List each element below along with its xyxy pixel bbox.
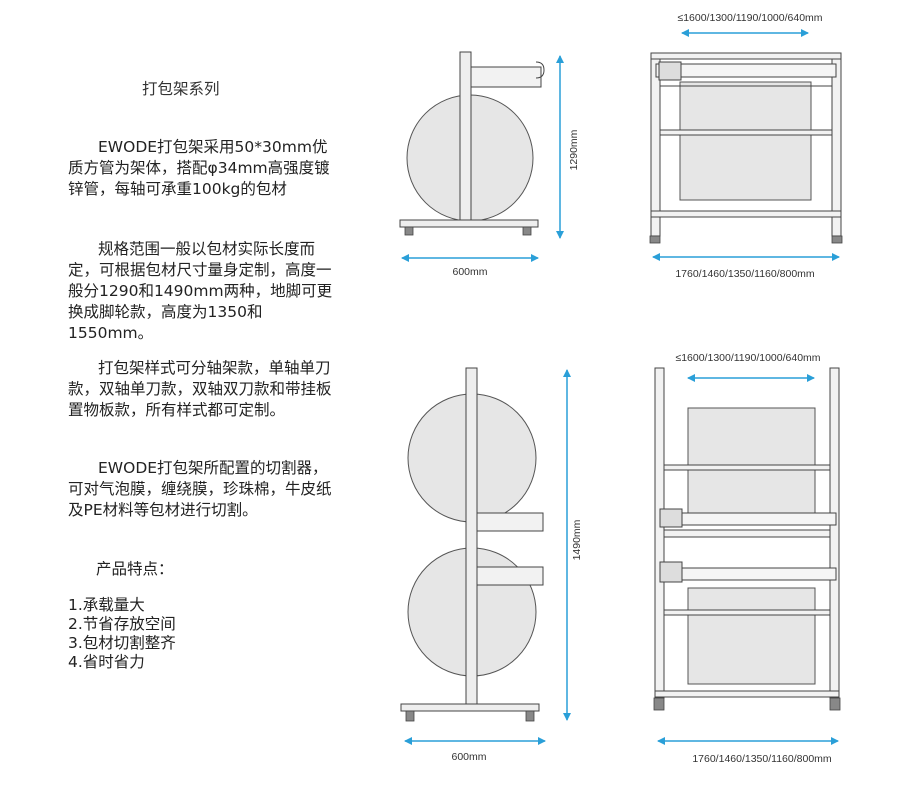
paragraph-spec: 规格范围一般以包材实际长度而定，可根据包材尺寸量身定制，高度一般分1290和14… (68, 239, 333, 344)
bottom-crossbar (654, 690, 840, 698)
roll-axle-upper (663, 464, 831, 471)
roll-arm-lower (476, 566, 544, 586)
feature-item: 3.包材切割整齐 (68, 634, 176, 652)
rack-foot (649, 235, 661, 244)
paragraph-cutter-text: EWODE打包架所配置的切割器，可对气泡膜，缠绕膜，珍珠棉，牛皮纸及PE材料等包… (68, 459, 332, 519)
features-list: 1.承载量大 2.节省存放空间 3.包材切割整齐 4.省时省力 (68, 596, 176, 672)
rack-foot (525, 710, 535, 722)
max-roll-width-label: ≤1600/1300/1190/1000/640mm (677, 12, 822, 24)
rack-foot (405, 710, 415, 722)
overall-width-label: 1760/1460/1350/1160/800mm (692, 753, 832, 765)
width-dimension-label: 600mm (452, 266, 487, 278)
features-title: 产品特点： (96, 560, 174, 578)
roll-axle (659, 129, 833, 136)
rack-base (399, 219, 539, 228)
rack-foot (653, 697, 665, 711)
packaging-roll-lower (687, 587, 816, 685)
paragraph-material: EWODE打包架采用50*30mm优质方管为架体，搭配φ34mm高强度镀锌管，每… (68, 137, 333, 200)
packaging-roll (679, 81, 812, 201)
single-rack-front-view: ≤1600/1300/1190/1000/640mm 1760/1460/135… (649, 12, 843, 280)
rack-foot (829, 697, 841, 711)
rack-foot (831, 235, 843, 244)
cutter-rail (655, 63, 837, 78)
feature-item: 1.承载量大 (68, 596, 145, 614)
rack-upright (831, 52, 842, 237)
paragraph-styles-text: 打包架样式可分轴架款，单轴单刀款，双轴单刀款，双轴双刀款和带挂板置物板款，所有样… (68, 359, 332, 419)
rack-foot (522, 226, 532, 236)
feature-item: 4.省时省力 (68, 653, 145, 671)
max-roll-width-label: ≤1600/1300/1190/1000/640mm (675, 352, 820, 364)
middle-crossbar (663, 529, 831, 538)
paragraph-styles: 打包架样式可分轴架款，单轴单刀款，双轴单刀款，双轴双刀款和带挂板置物板款，所有样… (68, 358, 333, 421)
top-crossbar (650, 52, 842, 60)
rack-upright (465, 367, 478, 709)
single-rack-side-view: 1290mm 600mm (399, 51, 580, 278)
rack-upright (654, 367, 665, 699)
paragraph-material-text: EWODE打包架采用50*30mm优质方管为架体，搭配φ34mm高强度镀锌管，每… (68, 138, 330, 198)
double-rack-side-view: 1490mm 600mm (400, 367, 583, 763)
cutter-head (659, 508, 683, 528)
height-dimension-label: 1290mm (568, 129, 580, 170)
double-rack-front-view: ≤1600/1300/1190/1000/640mm 1760/1460/135… (653, 352, 841, 765)
width-dimension-label: 600mm (451, 751, 486, 763)
roll-arm (470, 66, 542, 88)
rack-upright (829, 367, 840, 699)
cutter-rail-lower (659, 567, 837, 581)
bottom-crossbar (650, 210, 842, 218)
height-dimension-label: 1490mm (571, 519, 583, 560)
cutter-head (658, 61, 682, 81)
cutter-rail-upper (659, 512, 837, 526)
paragraph-spec-text: 规格范围一般以包材实际长度而定，可根据包材尺寸量身定制，高度一般分1290和14… (68, 240, 333, 342)
paragraph-cutter: EWODE打包架所配置的切割器，可对气泡膜，缠绕膜，珍珠棉，牛皮纸及PE材料等包… (68, 458, 333, 521)
overall-width-label: 1760/1460/1350/1160/800mm (675, 268, 815, 280)
roll-arm-upper (476, 512, 544, 532)
series-title: 打包架系列 (142, 80, 220, 98)
feature-item: 2.节省存放空间 (68, 615, 176, 633)
roll-axle-lower (663, 609, 831, 616)
rack-base (400, 703, 540, 712)
rack-upright (459, 51, 472, 225)
rack-foot (404, 226, 414, 236)
cutter-head (659, 561, 683, 583)
